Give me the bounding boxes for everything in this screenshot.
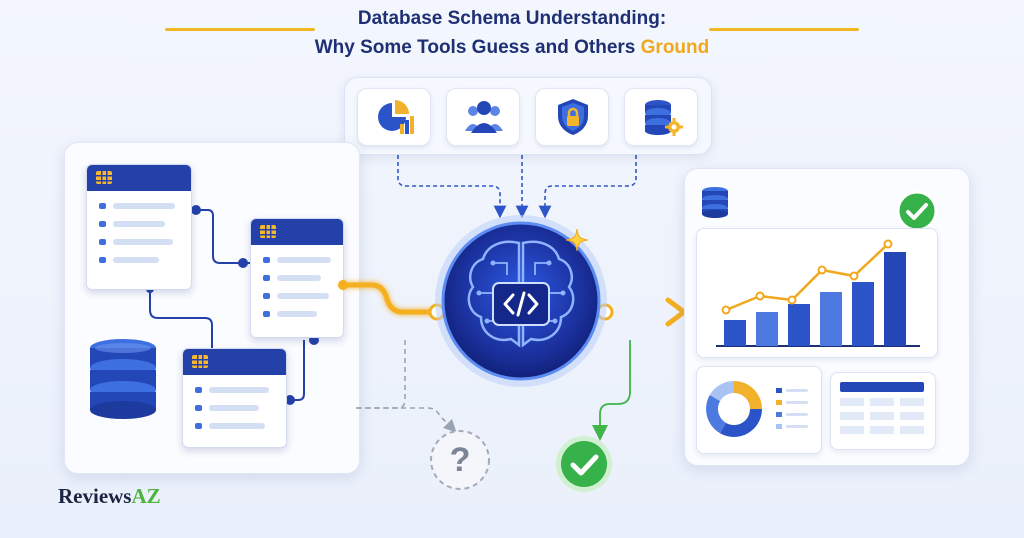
analytics-tile xyxy=(357,88,431,146)
team-tile xyxy=(446,88,520,146)
brand-name-part2: AZ xyxy=(131,484,161,508)
brand-logo[interactable]: ReviewsAZ xyxy=(58,484,161,509)
title-rule-right xyxy=(709,28,859,31)
table-card-customers xyxy=(86,164,192,290)
title-line-2-accent: Ground xyxy=(640,37,710,58)
data-grid-graphic xyxy=(840,382,924,434)
title-line-2: Why Some Tools Guess and Others Ground xyxy=(0,35,1024,61)
table-card-orders xyxy=(250,218,344,338)
sparkle-icon xyxy=(565,228,589,252)
database-icon xyxy=(90,339,156,419)
ai-brain-node xyxy=(433,213,609,389)
donut-chart-graphic xyxy=(706,381,808,437)
table-icon xyxy=(96,171,112,184)
table-icon xyxy=(260,225,276,238)
database-icon xyxy=(702,187,728,218)
brand-name-part1: Reviews xyxy=(58,484,132,508)
security-tile xyxy=(535,88,609,146)
bar-line-chart-graphic xyxy=(716,239,920,347)
capabilities-icon-bar xyxy=(344,77,712,155)
pie-chart-icon xyxy=(378,100,414,134)
brain-code-icon xyxy=(435,215,607,387)
table-card-header xyxy=(87,165,191,191)
table-card-header xyxy=(183,349,286,375)
title-rule-left xyxy=(165,28,315,31)
check-icon xyxy=(896,190,938,232)
svg-text:?: ? xyxy=(450,441,471,479)
check-icon xyxy=(556,436,612,492)
table-icon xyxy=(192,355,208,368)
users-icon xyxy=(465,101,503,133)
shield-lock-icon xyxy=(558,99,588,135)
database-gear-icon xyxy=(645,100,683,136)
table-card-products xyxy=(182,348,287,448)
title-line-2-main: Why Some Tools Guess and Others xyxy=(314,37,641,58)
question-icon: ? xyxy=(430,430,490,490)
page-title: Database Schema Understanding: Why Some … xyxy=(0,6,1024,61)
table-card-header xyxy=(251,219,343,245)
title-line-1: Database Schema Understanding: xyxy=(357,8,667,29)
database-settings-tile xyxy=(624,88,698,146)
